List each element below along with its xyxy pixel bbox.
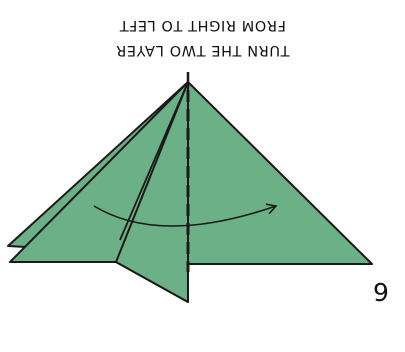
crease-line bbox=[119, 81, 189, 241]
paper-right-panel bbox=[187, 81, 373, 265]
step-number: 9 bbox=[373, 278, 389, 307]
curved-arrow-icon bbox=[93, 203, 278, 227]
